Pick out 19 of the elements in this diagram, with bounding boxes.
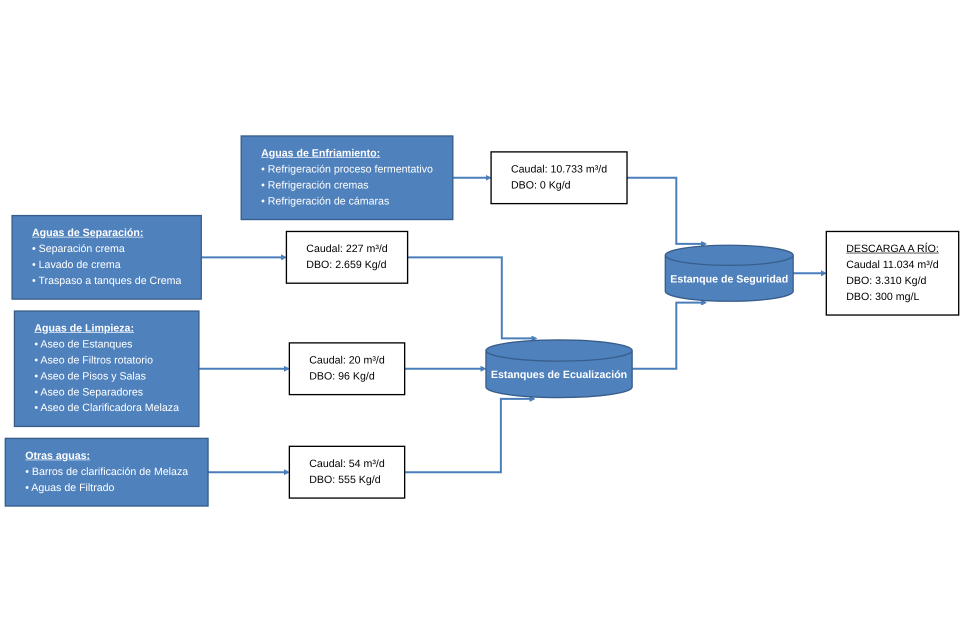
node-box: Aguas de Limpieza: • Aseo de Estanques • Aseo de Filtros rotatorio • Aseo de Pisos y Salas • Aseo de Separadores • Aseo de Clarificadora Melaza bbox=[14, 310, 200, 428]
arrow bbox=[208, 469, 290, 476]
arrow bbox=[627, 176, 707, 247]
node-box: Aguas de Separación: • Separación crema • Lavado de crema • Traspaso a tanques de Crema bbox=[11, 214, 202, 300]
node-box: Caudal: 10.733 m³/d DBO: 0 Kg/d bbox=[490, 151, 628, 204]
arrow bbox=[404, 396, 536, 474]
node-box: DESCARGA A RÍO: Caudal 11.034 m³/d DBO: 3.310 Kg/d DBO: 300 mg/L bbox=[826, 230, 960, 316]
arrow bbox=[632, 300, 707, 370]
arrow bbox=[404, 366, 486, 372]
arrow bbox=[793, 270, 827, 276]
arrow bbox=[198, 366, 290, 372]
arrow bbox=[452, 174, 492, 181]
node-box: Aguas de Enfriamiento: • Refrigeración proceso fermentativo • Refrigeración cremas • Refrigeración de cámaras bbox=[240, 135, 454, 220]
node-box: Caudal: 227 m³/d DBO: 2.659 Kg/d bbox=[286, 230, 408, 284]
arrow bbox=[408, 256, 538, 342]
node-box: Caudal: 20 m³/d DBO: 96 Kg/d bbox=[288, 342, 406, 396]
node-box: Otras aguas: • Barros de clarificación de Melaza • Aguas de Filtrado bbox=[4, 438, 209, 507]
node-box: Caudal: 54 m³/d DBO: 555 Kg/d bbox=[288, 446, 406, 499]
arrow bbox=[201, 254, 287, 260]
